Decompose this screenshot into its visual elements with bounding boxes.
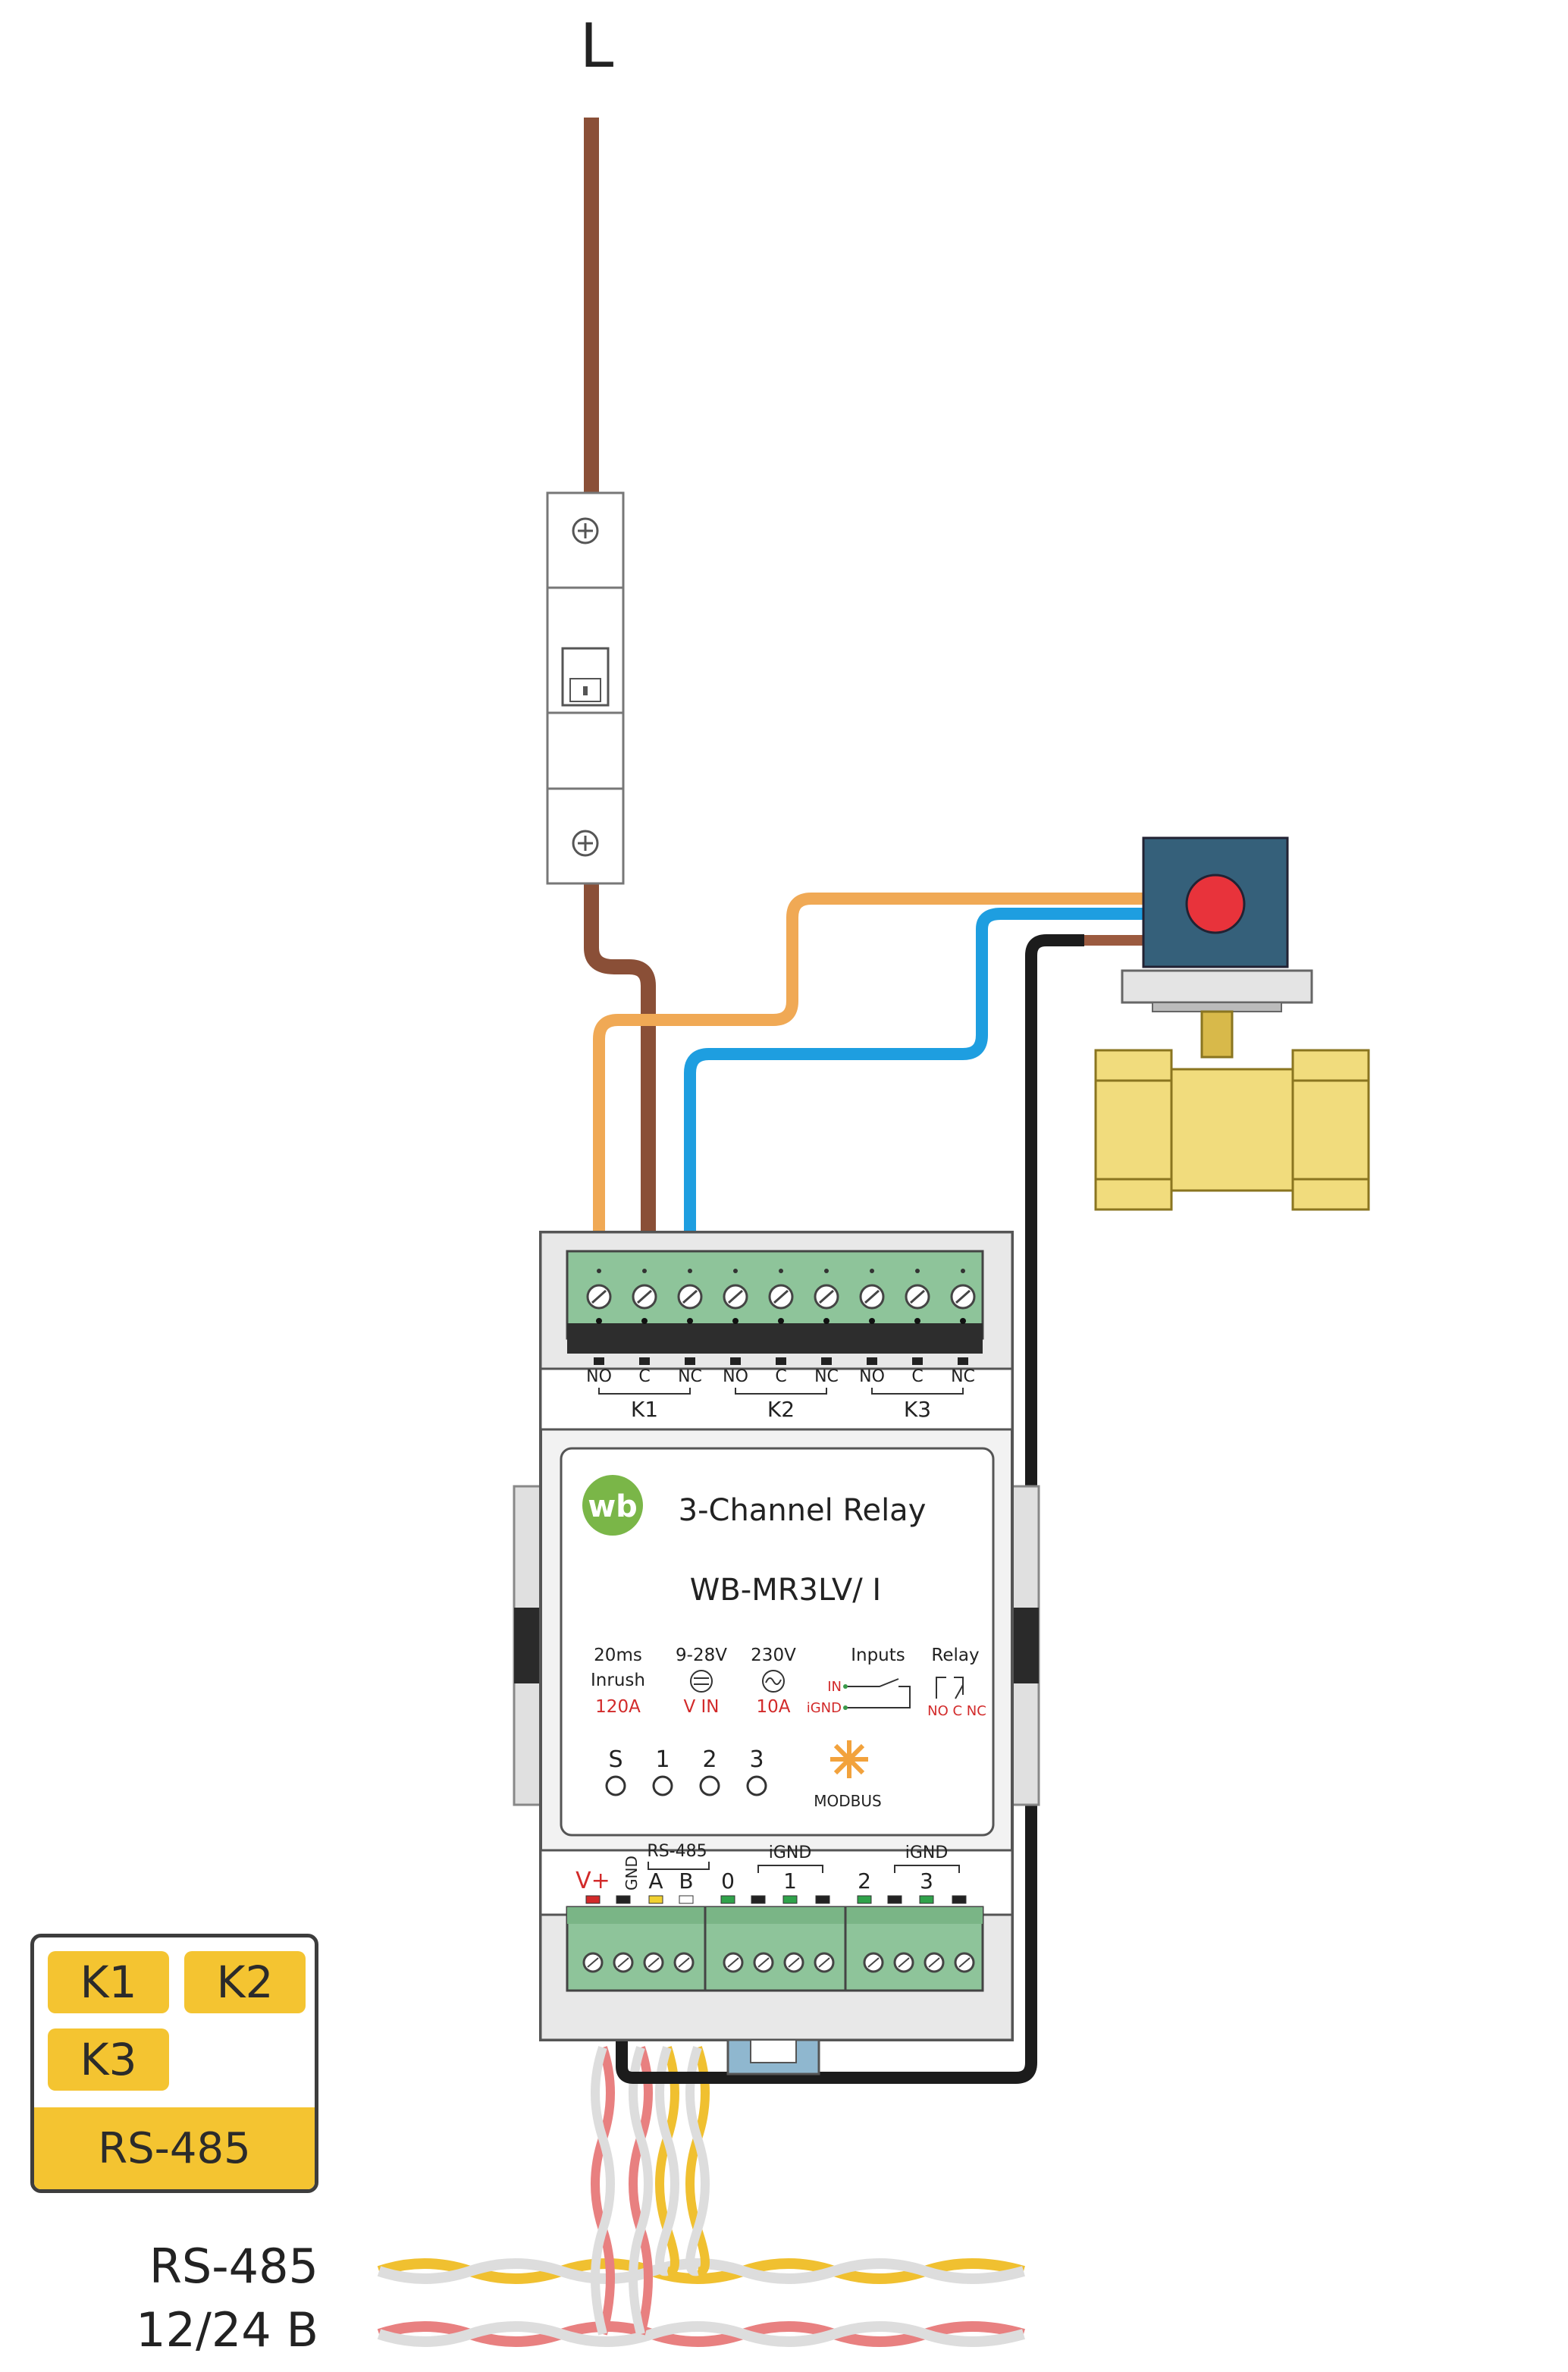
spec-inputs: Inputs IN iGND — [807, 1646, 911, 1716]
top-terminal-label: NO — [586, 1367, 612, 1386]
label-input-3: 3 — [920, 1868, 933, 1894]
svg-text:10A: 10A — [756, 1697, 790, 1717]
svg-text:IN: IN — [827, 1679, 842, 1695]
label-input-2: 2 — [858, 1868, 871, 1894]
led-label: 1 — [655, 1746, 670, 1773]
top-terminal-label: NC — [678, 1367, 702, 1386]
top-terminal-label: C — [775, 1367, 786, 1386]
svg-text:Inputs: Inputs — [851, 1646, 905, 1665]
relay-group-label: K3 — [904, 1397, 931, 1422]
top-terminal-label: NC — [814, 1367, 839, 1386]
spec-230v: 230V 10A — [751, 1646, 796, 1717]
relay-symbol-icon — [936, 1677, 964, 1699]
ac-symbol-icon — [762, 1670, 785, 1693]
svg-text:230V: 230V — [751, 1646, 796, 1665]
label-ignd-1: iGND — [769, 1843, 812, 1862]
led-label: S — [608, 1746, 622, 1773]
spec-inrush: 20ms Inrush 120A — [591, 1646, 645, 1717]
relay-group-label: K1 — [631, 1397, 658, 1422]
line-label: L — [580, 11, 614, 81]
spec-relay: Relay NO C NC — [927, 1646, 986, 1719]
svg-text:iGND: iGND — [807, 1700, 842, 1716]
top-terminal-label: NC — [951, 1367, 975, 1386]
wire-blue — [684, 908, 1152, 1232]
legend-k2: K2 — [184, 1951, 306, 2013]
led-label: 3 — [749, 1746, 764, 1773]
svg-text:20ms: 20ms — [594, 1646, 642, 1665]
label-rs485: RS-485 — [647, 1842, 707, 1861]
relay-group-label: K2 — [767, 1397, 795, 1422]
power-bus-cable — [377, 2321, 1025, 2347]
top-terminal-labels: NO C NC NO C NC NO C NC K1 K2 K3 — [586, 1357, 975, 1422]
svg-text:120A: 120A — [595, 1697, 641, 1717]
wire-orange — [593, 893, 1152, 1232]
bus-drop-wires — [591, 2046, 710, 2336]
led-indicators: S 1 2 3 — [605, 1746, 767, 1796]
top-terminal-label: C — [638, 1367, 650, 1386]
led-label: 2 — [702, 1746, 717, 1773]
svg-text:NO C NC: NO C NC — [927, 1703, 986, 1719]
top-terminal-block — [566, 1250, 984, 1354]
top-terminal-label: NO — [859, 1367, 885, 1386]
device-title: 3-Channel Relay — [679, 1493, 927, 1528]
legend-rs485: RS-485 — [34, 2107, 315, 2189]
modbus-icon — [843, 1753, 855, 1765]
din-clip-right-dark — [1012, 1608, 1039, 1683]
label-a: A — [648, 1868, 663, 1894]
circuit-breaker — [546, 491, 625, 885]
live-wire-brown — [584, 118, 656, 1232]
legend-k3: K3 — [48, 2028, 169, 2091]
bottom-terminal-block — [566, 1906, 984, 1992]
legend-k1: K1 — [48, 1951, 169, 2013]
led-icon — [699, 1775, 720, 1796]
led-icon — [605, 1775, 626, 1796]
spec-vin: 9-28V V IN — [676, 1646, 727, 1717]
label-gnd: GND — [622, 1856, 641, 1890]
svg-text:V IN: V IN — [683, 1697, 719, 1717]
wb-logo: wb — [582, 1475, 643, 1536]
label-ignd-2: iGND — [905, 1843, 949, 1862]
modbus-logo: MODBUS — [814, 1740, 882, 1810]
led-icon — [746, 1775, 767, 1796]
bus-label-rs485: RS-485 — [149, 2239, 318, 2294]
dc-symbol-icon — [690, 1670, 713, 1693]
top-terminal-label: C — [911, 1367, 923, 1386]
wire-black — [616, 934, 1084, 2084]
label-input-0: 0 — [721, 1868, 735, 1894]
bottom-terminal-labels: V+ GND RS-485 A B 0 iGND 1 2 iGND 3 — [575, 1842, 967, 1904]
logo-text: wb — [588, 1489, 638, 1524]
label-b: B — [679, 1868, 693, 1894]
svg-text:Inrush: Inrush — [591, 1671, 645, 1690]
bus-label-power: 12/24 B — [136, 2302, 318, 2358]
top-terminal-label: NO — [723, 1367, 748, 1386]
din-clip-left-dark — [514, 1608, 541, 1683]
svg-text:9-28V: 9-28V — [676, 1646, 727, 1665]
switch-symbol-icon — [845, 1678, 911, 1708]
label-input-1: 1 — [783, 1868, 797, 1894]
svg-text:Relay: Relay — [931, 1646, 979, 1665]
device-model: WB-MR3LV/ I — [690, 1573, 881, 1608]
label-vplus: V+ — [575, 1868, 610, 1894]
legend: K1 K2 K3 RS-485 — [30, 1934, 318, 2193]
rs485-bus-cable — [377, 2258, 1025, 2284]
motorized-valve — [1094, 836, 1370, 1211]
svg-text:MODBUS: MODBUS — [814, 1792, 881, 1810]
led-icon — [652, 1775, 673, 1796]
